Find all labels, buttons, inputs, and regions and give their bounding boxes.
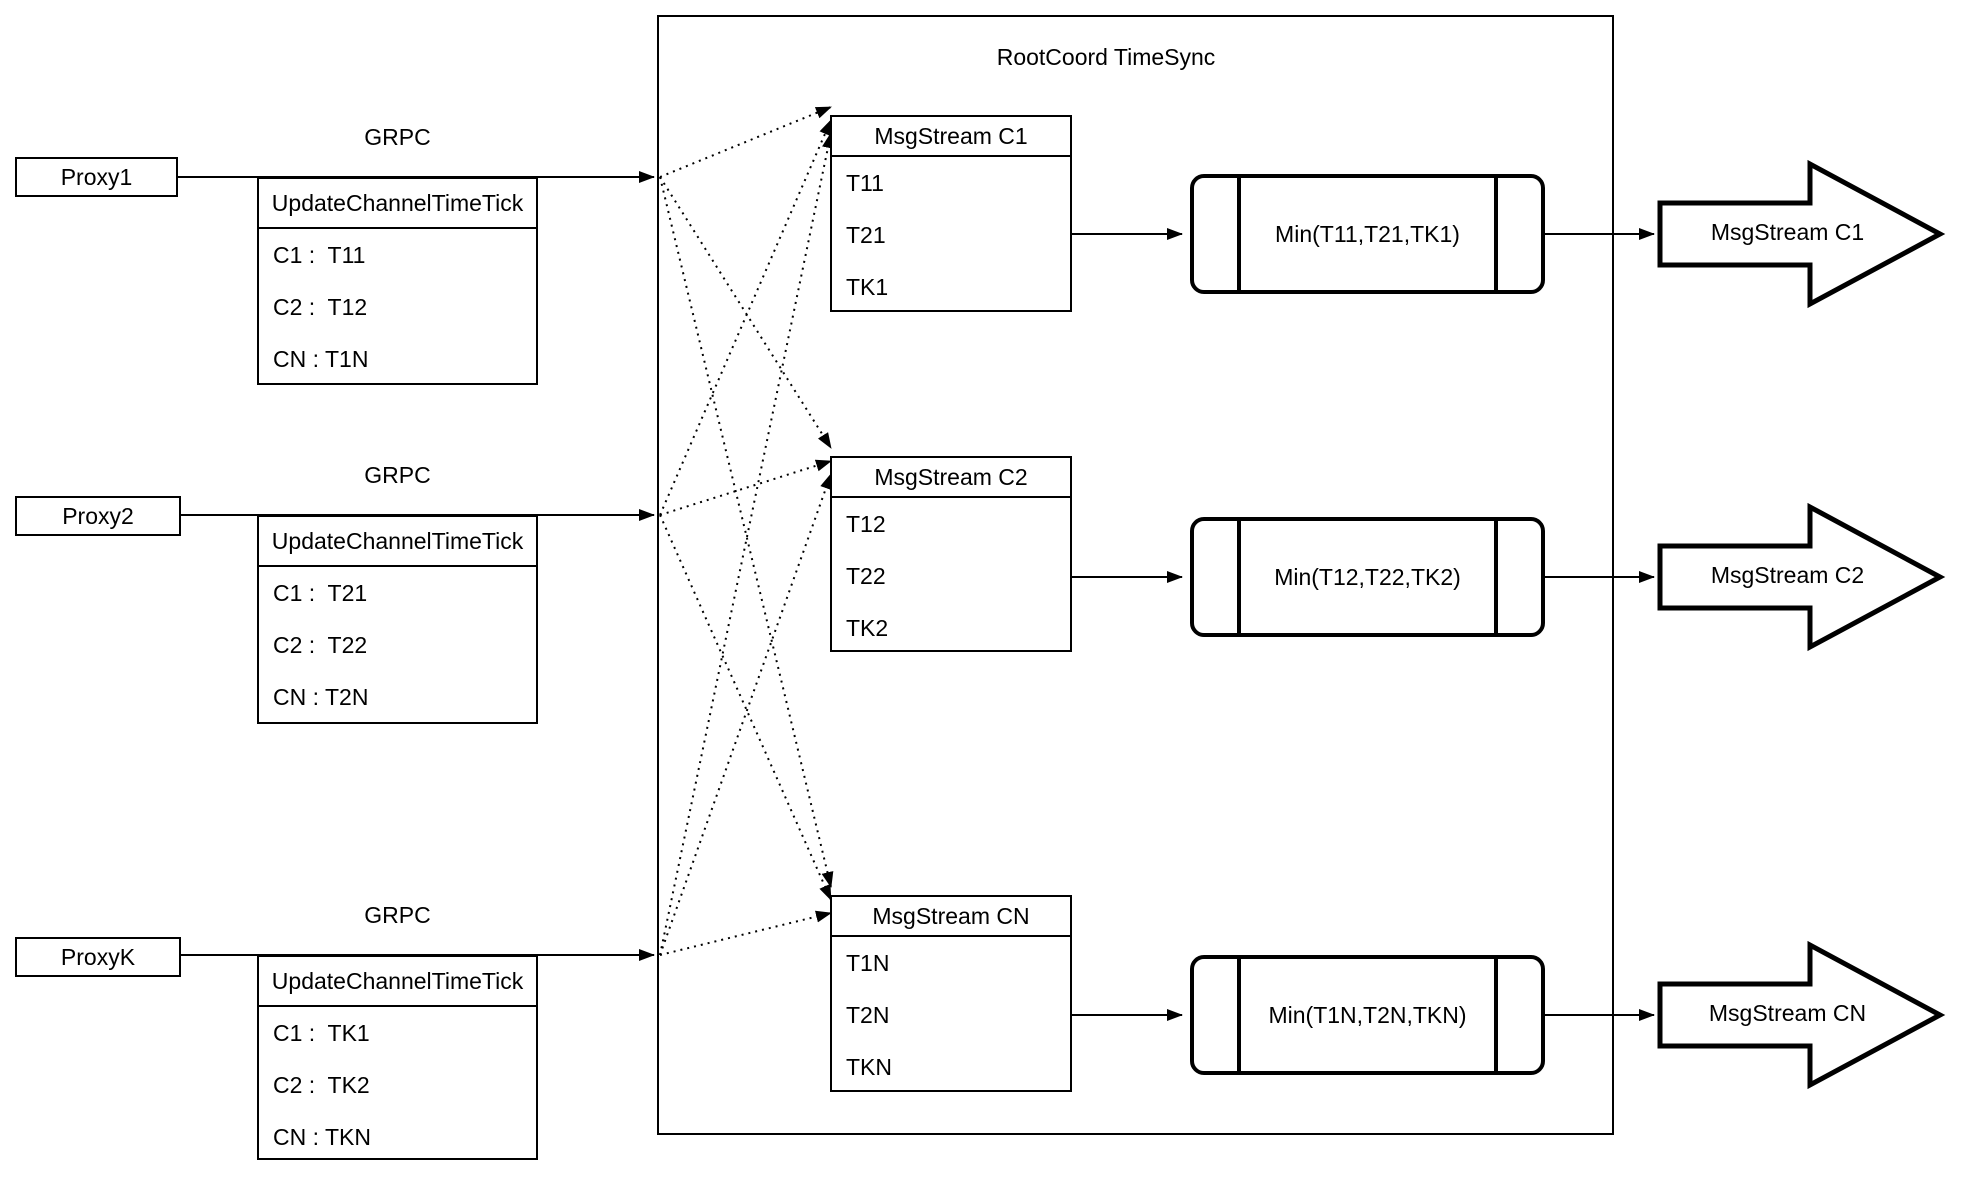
msgstream-c2-table: MsgStream C2 T12 T22 TK2 bbox=[830, 456, 1072, 652]
min-box-c1-left-cap bbox=[1237, 178, 1241, 290]
table-1-row-c2: C2 : T12 bbox=[273, 293, 368, 320]
output-arrow-shape-c2 bbox=[1657, 502, 1946, 652]
output-arrow-cn-label: MsgStream CN bbox=[1708, 1000, 1867, 1026]
dotted-link-proxyk-msgstream-cn bbox=[659, 910, 832, 956]
msgstream-c1-row-1: T11 bbox=[846, 169, 884, 196]
msgstream-cn-table: MsgStream CN T1N T2N TKN bbox=[830, 895, 1072, 1092]
min-box-cn: Min(T1N,T2N,TKN) bbox=[1190, 955, 1545, 1075]
min-box-c2: Min(T12,T22,TK2) bbox=[1190, 517, 1545, 637]
msgstream-cn-header: MsgStream CN bbox=[832, 897, 1070, 937]
min-box-cn-right-cap bbox=[1494, 959, 1498, 1071]
dotted-link-proxy1-msgstream-cn bbox=[659, 176, 834, 888]
min-box-c1-right-cap bbox=[1494, 178, 1498, 290]
update-channel-timetick-table-3: UpdateChannelTimeTick C1 : TK1 C2 : TK2 … bbox=[257, 955, 538, 1160]
table-3-header: UpdateChannelTimeTick bbox=[259, 957, 536, 1007]
min-box-cn-left-cap bbox=[1237, 959, 1241, 1071]
grpc-label-2: GRPC bbox=[364, 462, 431, 488]
table-2-row-cn: CN : T2N bbox=[273, 683, 369, 710]
table-2-header: UpdateChannelTimeTick bbox=[259, 517, 536, 567]
dotted-link-proxy1-msgstream-c2 bbox=[659, 176, 832, 449]
dotted-link-proxy2-msgstream-c2 bbox=[659, 459, 832, 516]
msgstream-c2-header: MsgStream C2 bbox=[832, 458, 1070, 498]
dotted-link-proxy2-msgstream-cn bbox=[659, 514, 832, 901]
rootcoord-timesync-title: RootCoord TimeSync bbox=[996, 44, 1216, 70]
proxy1-label: Proxy1 bbox=[60, 163, 133, 190]
output-arrow-shape-cn bbox=[1657, 940, 1946, 1090]
table-1-row-c1: C1 : T11 bbox=[273, 241, 366, 268]
msgstream-c1-header: MsgStream C1 bbox=[832, 117, 1070, 157]
proxy2-box: Proxy2 bbox=[15, 496, 181, 536]
proxy2-label: Proxy2 bbox=[62, 502, 134, 529]
min-cn-label: Min(T1N,T2N,TKN) bbox=[1268, 1001, 1467, 1028]
dotted-link-proxy1-msgstream-c1 bbox=[659, 106, 832, 178]
update-channel-timetick-table-2: UpdateChannelTimeTick C1 : T21 C2 : T22 … bbox=[257, 515, 538, 724]
table-1-header: UpdateChannelTimeTick bbox=[259, 179, 536, 229]
min-c2-label: Min(T12,T22,TK2) bbox=[1274, 563, 1461, 590]
msgstream-c2-row-2: T22 bbox=[846, 562, 886, 589]
msgstream-c1-table: MsgStream C1 T11 T21 TK1 bbox=[830, 115, 1072, 312]
msgstream-c2-row-1: T12 bbox=[846, 510, 886, 537]
table-3-row-c1: C1 : TK1 bbox=[273, 1019, 370, 1046]
grpc-label-3: GRPC bbox=[364, 902, 431, 928]
dotted-link-proxyk-msgstream-c2 bbox=[659, 473, 832, 956]
msgstream-c1-row-3: TK1 bbox=[846, 273, 889, 300]
min-box-c2-right-cap bbox=[1494, 521, 1498, 633]
proxy1-box: Proxy1 bbox=[15, 157, 178, 197]
table-3-row-cn: CN : TKN bbox=[273, 1123, 371, 1150]
proxyk-label: ProxyK bbox=[60, 943, 136, 970]
output-arrow-c2-label: MsgStream C2 bbox=[1710, 562, 1865, 588]
min-c1-label: Min(T11,T21,TK1) bbox=[1275, 220, 1460, 247]
proxyk-box: ProxyK bbox=[15, 937, 181, 977]
msgstream-cn-row-1: T1N bbox=[846, 949, 890, 976]
min-box-c2-left-cap bbox=[1237, 521, 1241, 633]
grpc-label-1: GRPC bbox=[364, 124, 431, 150]
update-channel-timetick-table-1: UpdateChannelTimeTick C1 : T11 C2 : T12 … bbox=[257, 177, 538, 385]
output-arrow-c1-label: MsgStream C1 bbox=[1710, 219, 1865, 245]
table-1-row-cn: CN : T1N bbox=[273, 345, 369, 372]
table-2-row-c1: C1 : T21 bbox=[273, 579, 368, 606]
msgstream-c1-row-2: T21 bbox=[846, 221, 886, 248]
msgstream-cn-row-3: TKN bbox=[846, 1053, 892, 1080]
table-2-row-c2: C2 : T22 bbox=[273, 631, 368, 658]
min-box-c1: Min(T11,T21,TK1) bbox=[1190, 174, 1545, 294]
msgstream-c2-row-3: TK2 bbox=[846, 614, 889, 641]
output-arrow-shape-c1 bbox=[1657, 159, 1946, 309]
msgstream-cn-row-2: T2N bbox=[846, 1001, 890, 1028]
table-3-row-c2: C2 : TK2 bbox=[273, 1071, 370, 1098]
dotted-link-proxy2-msgstream-c1 bbox=[659, 119, 832, 516]
